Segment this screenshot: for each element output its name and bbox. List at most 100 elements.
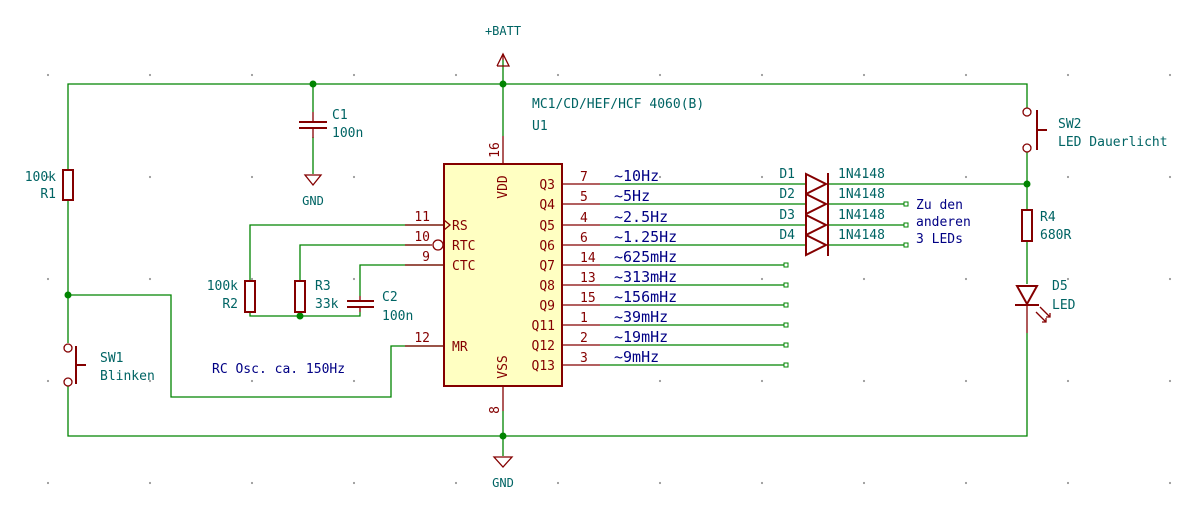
pin-mr-name: MR bbox=[452, 340, 468, 355]
endpoint-q13 bbox=[783, 362, 789, 368]
grid-dot bbox=[760, 175, 764, 179]
leds-note-line3: 3 LEDs bbox=[916, 232, 963, 247]
wire-rtc bbox=[299, 244, 430, 281]
endpoint-q7 bbox=[783, 262, 789, 268]
output-pin-name: Q9 bbox=[539, 299, 555, 314]
ground-icon bbox=[492, 456, 514, 468]
diode-value: 1N4148 bbox=[838, 187, 885, 202]
grid-dot bbox=[964, 379, 968, 383]
power-batt-label: +BATT bbox=[485, 24, 521, 38]
capacitor-c1: C1 100n bbox=[299, 108, 363, 141]
diode-value: 1N4148 bbox=[838, 208, 885, 223]
r2-value: 100k bbox=[207, 279, 238, 294]
sw2-value: LED Dauerlicht bbox=[1058, 135, 1168, 150]
grid-dot bbox=[1066, 481, 1070, 485]
leds-note-line1: Zu den bbox=[916, 198, 963, 213]
output-pin-number: 5 bbox=[580, 190, 588, 205]
endpoint-d3 bbox=[903, 222, 909, 228]
grid-dot bbox=[658, 277, 662, 281]
junction-mr bbox=[64, 291, 72, 299]
grid-dot bbox=[1168, 481, 1172, 485]
output-frequency-label: ~39mHz bbox=[614, 308, 668, 326]
grid-dot bbox=[46, 481, 50, 485]
output-pin-name: Q4 bbox=[539, 198, 555, 213]
grid-dot bbox=[862, 175, 866, 179]
grid-dot bbox=[250, 175, 254, 179]
ic-ref-label: U1 bbox=[532, 119, 548, 134]
endpoint-q8 bbox=[783, 282, 789, 288]
output-pin-number: 1 bbox=[580, 311, 588, 326]
grid-dot bbox=[964, 175, 968, 179]
switch-contact-icon bbox=[1022, 143, 1032, 153]
grid-dot bbox=[148, 277, 152, 281]
sw2-ref: SW2 bbox=[1058, 117, 1081, 132]
output-pin-number: 14 bbox=[580, 251, 596, 266]
ic-u1: 16 VDD 8 VSS 11 RS 10 RTC 9 CTC 12 MR Q3… bbox=[405, 97, 704, 414]
ic-part-label: MC1/CD/HEF/HCF 4060(B) bbox=[532, 97, 704, 112]
junction-q3-led bbox=[1023, 180, 1031, 188]
output-frequency-label: ~156mHz bbox=[614, 288, 677, 306]
output-pin-number: 7 bbox=[580, 170, 588, 185]
grid-dot bbox=[250, 481, 254, 485]
c2-value: 100n bbox=[382, 309, 413, 324]
junction-batt bbox=[499, 80, 507, 88]
resistor-icon bbox=[244, 280, 256, 313]
grid-dot bbox=[964, 481, 968, 485]
grid-dot bbox=[1168, 73, 1172, 77]
output-pin-name: Q13 bbox=[532, 359, 555, 374]
output-pin-name: Q7 bbox=[539, 259, 555, 274]
grid-dot bbox=[454, 481, 458, 485]
c1-value: 100n bbox=[332, 126, 363, 141]
grid-dot bbox=[352, 481, 356, 485]
grid-dot bbox=[658, 481, 662, 485]
grid-dot bbox=[1066, 175, 1070, 179]
grid-dot bbox=[1168, 379, 1172, 383]
grid-dot bbox=[556, 73, 560, 77]
output-frequency-label: ~313mHz bbox=[614, 268, 677, 286]
d5-ref: D5 bbox=[1052, 279, 1068, 294]
grid-dot bbox=[46, 379, 50, 383]
pin-10-num: 10 bbox=[414, 230, 430, 245]
output-frequency-label: ~9mHz bbox=[614, 348, 659, 366]
grid-dot bbox=[556, 481, 560, 485]
output-pin-number: 4 bbox=[580, 211, 588, 226]
junctions bbox=[64, 80, 1031, 440]
r3-ref: R3 bbox=[315, 279, 331, 294]
output-pin-number: 2 bbox=[580, 331, 588, 346]
pin-ctc-name: CTC bbox=[452, 259, 475, 274]
wire-rs bbox=[249, 224, 444, 281]
pin-rtc-name: RTC bbox=[452, 239, 475, 254]
junction-osc bbox=[296, 312, 304, 320]
grid-dot bbox=[148, 379, 152, 383]
endpoint-q11 bbox=[783, 322, 789, 328]
output-frequency-label: ~1.25Hz bbox=[614, 228, 677, 246]
grid-dot bbox=[250, 73, 254, 77]
clock-input-icon bbox=[443, 219, 452, 231]
diode-value: 1N4148 bbox=[838, 167, 885, 182]
grid-dot bbox=[964, 73, 968, 77]
resistor-icon bbox=[294, 280, 306, 313]
c1-ref: C1 bbox=[332, 108, 348, 123]
grid-dot bbox=[658, 379, 662, 383]
grid-dot bbox=[760, 481, 764, 485]
switch-sw1: SW1 Blinken bbox=[63, 343, 155, 387]
grid-dot bbox=[250, 277, 254, 281]
output-frequency-label: ~10Hz bbox=[614, 167, 659, 185]
gnd-c1-label: GND bbox=[302, 194, 324, 208]
capacitor-c2: C2 100n bbox=[347, 290, 413, 324]
grid-dot bbox=[1066, 379, 1070, 383]
switch-contact-icon bbox=[1022, 107, 1032, 117]
resistor-icon bbox=[1021, 209, 1033, 242]
grid-dot bbox=[454, 73, 458, 77]
pin-rs-name: RS bbox=[452, 219, 468, 234]
r2-ref: R2 bbox=[222, 297, 238, 312]
r3-value: 33k bbox=[315, 297, 339, 312]
resistor-r3: R3 33k bbox=[294, 279, 339, 313]
grid-dot bbox=[148, 481, 152, 485]
wire-mr bbox=[68, 294, 444, 398]
grid-dot bbox=[352, 73, 356, 77]
r1-value: 100k bbox=[25, 170, 56, 185]
pin-11-num: 11 bbox=[414, 210, 430, 225]
grid-dot bbox=[862, 277, 866, 281]
